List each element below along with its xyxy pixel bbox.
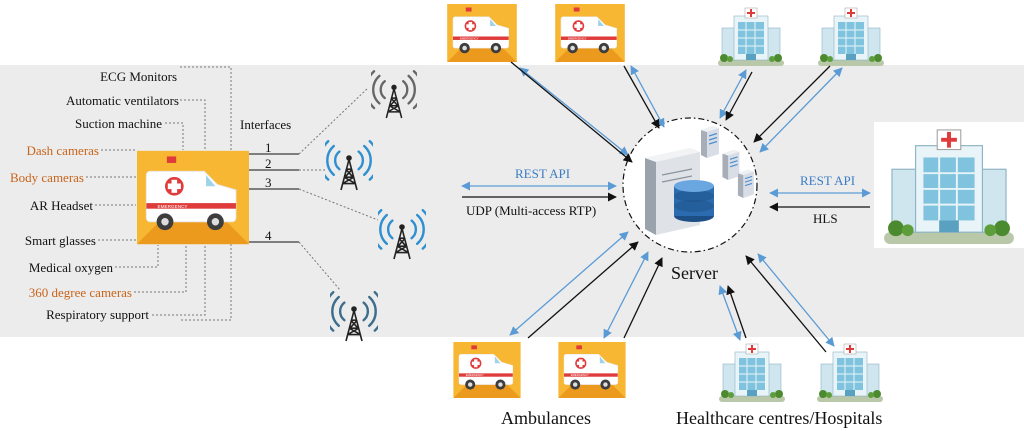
ambulance-icon	[555, 4, 625, 62]
udp-label: UDP (Multi-access RTP)	[466, 203, 597, 218]
interface-number: 4	[265, 228, 272, 243]
hospital-icon	[817, 7, 885, 66]
ambulance-icon	[558, 342, 626, 398]
ambulance-icon	[453, 342, 521, 398]
connection-arrows	[461, 61, 871, 353]
hospital-icon	[816, 343, 884, 402]
hospitals-label: Healthcare centres/Hospitals	[676, 408, 883, 428]
equipment-label: ECG Monitors	[100, 69, 177, 84]
rest-api-right-label: REST API	[800, 173, 856, 188]
equipment-label: Respiratory support	[46, 307, 149, 322]
ambulance-icon	[447, 4, 517, 62]
ambulances-label: Ambulances	[501, 408, 591, 428]
interface-number: 1	[265, 140, 272, 155]
interface-number: 3	[265, 175, 272, 190]
hospital-icon	[718, 343, 786, 402]
interface-number: 2	[265, 156, 272, 171]
interface-lines	[248, 153, 299, 243]
interfaces-title: Interfaces	[240, 117, 292, 132]
equipment-label: Automatic ventilators	[65, 93, 179, 108]
equipment-label: 360 degree cameras	[28, 285, 132, 300]
equipment-label: Suction machine	[74, 116, 162, 131]
hls-label: HLS	[813, 211, 838, 226]
interface-dotted-links	[298, 87, 379, 291]
hospital-icon	[717, 7, 785, 66]
server-cluster-icon	[645, 125, 755, 235]
equipment-label: Body cameras	[9, 170, 84, 185]
ambulance-hub-icon	[137, 150, 249, 245]
equipment-label: Dash cameras	[26, 143, 99, 158]
rest-api-left-label: REST API	[515, 166, 571, 181]
main-hospital-icon	[874, 122, 1024, 248]
equipment-label: Smart glasses	[24, 233, 96, 248]
server-label: Server	[671, 263, 718, 283]
equipment-label: AR Headset	[29, 198, 93, 213]
equipment-label: Medical oxygen	[28, 260, 113, 275]
